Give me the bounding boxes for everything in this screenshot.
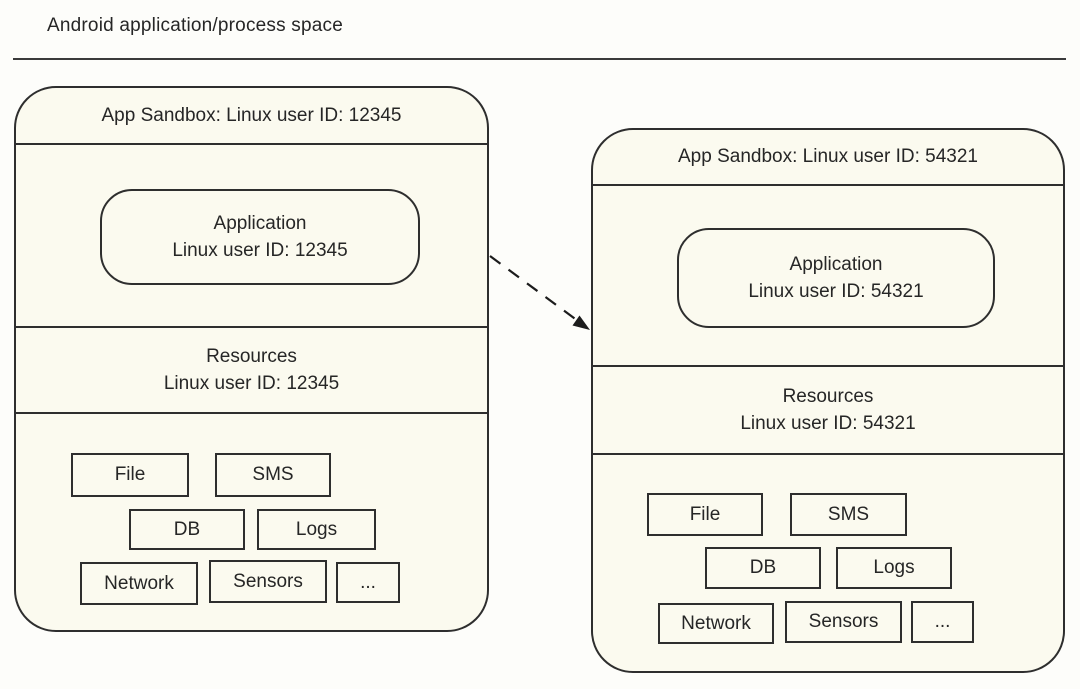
service-box-file: File (647, 493, 763, 536)
app-sandbox-12345: App Sandbox: Linux user ID: 12345 Applic… (14, 86, 489, 632)
service-box-more: ... (911, 601, 974, 643)
application-box: Application Linux user ID: 12345 (100, 189, 420, 285)
service-box-sms: SMS (215, 453, 331, 497)
arrowhead-icon (572, 315, 590, 330)
resources-user-id: Linux user ID: 12345 (163, 373, 340, 394)
service-box-file: File (71, 453, 189, 497)
resources-section: Resources Linux user ID: 12345 (16, 328, 487, 414)
service-box-sms: SMS (790, 493, 907, 536)
service-box-more: ... (336, 562, 400, 603)
service-box-db: DB (705, 547, 821, 589)
sandbox-header: App Sandbox: Linux user ID: 54321 (593, 130, 1063, 186)
application-title: Application (789, 254, 883, 275)
service-box-network: Network (658, 603, 774, 644)
application-box: Application Linux user ID: 54321 (677, 228, 995, 328)
dashed-line (489, 255, 579, 322)
app-sandbox-54321: App Sandbox: Linux user ID: 54321 Applic… (591, 128, 1065, 673)
resources-section: Resources Linux user ID: 54321 (593, 367, 1063, 455)
services-zone: File SMS DB Logs Network Sensors ... (593, 455, 1063, 671)
resources-title: Resources (782, 386, 874, 407)
service-box-logs: Logs (836, 547, 952, 589)
title-divider-line (13, 58, 1066, 60)
sandbox-header: App Sandbox: Linux user ID: 12345 (16, 88, 487, 145)
application-title: Application (213, 213, 307, 234)
resources-title: Resources (206, 346, 297, 367)
service-box-sensors: Sensors (209, 560, 327, 603)
application-zone: Application Linux user ID: 54321 (593, 186, 1063, 367)
application-zone: Application Linux user ID: 12345 (16, 145, 487, 328)
service-box-db: DB (129, 509, 245, 550)
page-title: Android application/process space (47, 15, 343, 36)
application-user-id: Linux user ID: 54321 (748, 281, 924, 302)
service-box-network: Network (80, 562, 198, 605)
resources-user-id: Linux user ID: 54321 (740, 413, 916, 434)
services-zone: File SMS DB Logs Network Sensors ... (16, 414, 487, 630)
service-box-sensors: Sensors (785, 601, 902, 643)
application-user-id: Linux user ID: 12345 (172, 240, 348, 261)
service-box-logs: Logs (257, 509, 376, 550)
